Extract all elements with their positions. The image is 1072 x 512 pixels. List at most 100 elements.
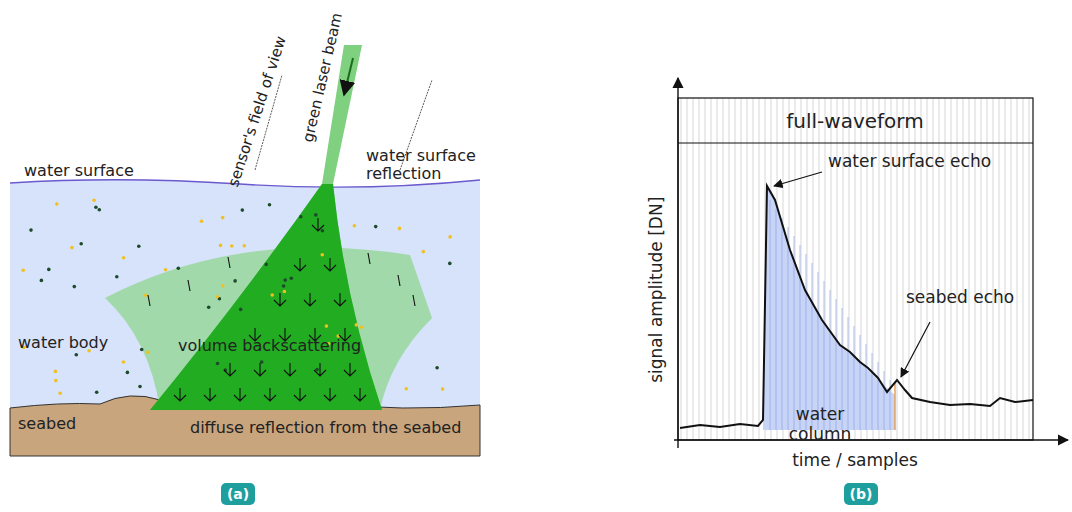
particle-dot	[283, 290, 287, 294]
particle-dot	[282, 284, 286, 288]
particle-dot	[355, 323, 359, 327]
particle-dot	[360, 326, 364, 330]
scatter-arrow	[324, 388, 336, 401]
particle-dot	[283, 278, 287, 282]
particle-dot	[55, 202, 59, 206]
particle-dot	[137, 244, 141, 248]
scatter-arrow	[284, 363, 296, 376]
label: water surface echo	[828, 152, 991, 172]
scatter-arrow	[354, 388, 366, 401]
particle-dot	[54, 370, 58, 374]
scatter-arrow	[234, 388, 246, 401]
particle-dot	[321, 253, 325, 257]
scatter-arrow	[314, 363, 326, 376]
particle-dot	[126, 371, 130, 375]
particle-dot	[92, 198, 96, 202]
particle-dot	[70, 246, 74, 250]
fill-line	[794, 236, 795, 430]
fill-line	[770, 200, 771, 430]
label: diffuse reflection from the seabed	[190, 419, 461, 437]
label: water surface reflection	[366, 147, 496, 184]
fill-line	[776, 209, 777, 430]
particle-dot	[40, 279, 44, 283]
backscatter-arrow	[228, 257, 230, 268]
particle-dot	[374, 225, 378, 229]
particle-dot	[221, 284, 225, 288]
label: water column	[785, 405, 855, 444]
particle-dot	[95, 390, 99, 394]
label: time / samples	[792, 451, 918, 471]
label: water body	[18, 334, 108, 352]
scatter-arrow	[224, 363, 236, 376]
particle-dot	[75, 353, 79, 357]
particle-dot	[221, 216, 225, 220]
scatter-arrow	[304, 293, 316, 306]
particle-dot	[315, 368, 319, 372]
particle-dot	[54, 379, 58, 383]
particle-dot	[239, 308, 243, 312]
particle-dot	[299, 215, 303, 219]
particle-dot	[215, 295, 219, 299]
label: seabed	[18, 415, 76, 433]
particle-dot	[122, 256, 126, 260]
particle-dot	[290, 277, 294, 281]
label: water surface	[24, 162, 134, 180]
particle-dot	[58, 391, 62, 395]
fill-line	[878, 362, 879, 430]
particle-dot	[216, 362, 220, 366]
particle-dot	[441, 387, 445, 391]
panel-badge: (b)	[844, 483, 879, 505]
scatter-arrow	[344, 363, 356, 376]
badge-text: (a)	[227, 486, 249, 502]
particle-dot	[144, 293, 148, 297]
scatter-arrow	[324, 258, 336, 271]
particle-dot	[138, 385, 142, 389]
fill-line	[782, 218, 783, 430]
particle-dot	[200, 220, 204, 224]
particle-dot	[21, 268, 25, 272]
particle-dot	[398, 227, 402, 231]
particle-dot	[219, 244, 223, 248]
particle-dot	[115, 275, 119, 279]
particle-dot	[233, 279, 237, 283]
particle-dot	[241, 208, 245, 212]
fill-line	[788, 227, 789, 430]
particle-dot	[94, 206, 98, 210]
fill-line	[848, 317, 849, 430]
particle-dot	[140, 348, 144, 352]
particle-dot	[177, 267, 181, 271]
scatter-arrow	[174, 388, 186, 401]
particle-dot	[79, 242, 83, 246]
fill-line	[866, 344, 867, 430]
backscatter-arrow	[413, 295, 415, 306]
particle-dot	[164, 268, 168, 272]
scatter-arrow	[334, 293, 346, 306]
panel-badge: (a)	[221, 483, 255, 505]
scatter-arrow	[294, 258, 306, 271]
particle-dot	[422, 250, 426, 254]
fill-line	[806, 254, 807, 430]
fill-line	[884, 371, 885, 430]
particle-dot	[146, 351, 150, 355]
particle-dot	[29, 228, 33, 232]
particle-dot	[321, 229, 325, 233]
backscatter-arrow	[188, 280, 190, 291]
scatter-arrow	[204, 388, 216, 401]
label: full-waveform	[786, 110, 923, 133]
particle-dot	[230, 244, 234, 248]
particle-dot	[264, 263, 268, 267]
particle-dot	[207, 306, 211, 310]
scatter-arrow	[264, 388, 276, 401]
scatter-arrow	[312, 218, 324, 231]
particle-dot	[270, 293, 274, 297]
particle-dot	[314, 213, 318, 217]
fill-line	[800, 245, 801, 430]
fill-line	[872, 353, 873, 430]
particle-dot	[405, 387, 409, 391]
particle-dot	[268, 203, 272, 207]
label: sensor's field of view	[225, 35, 290, 190]
particle-dot	[353, 224, 357, 228]
backscatter-arrow	[148, 295, 150, 306]
label: seabed echo	[906, 288, 1014, 308]
